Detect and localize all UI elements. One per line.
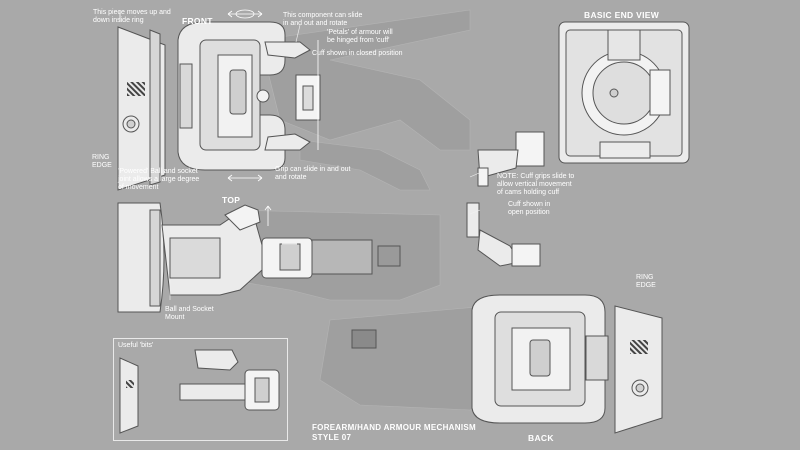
note-grip-slide: Grip can slide in and out and rotate	[275, 166, 351, 181]
sheet-title-line1: FOREARM/HAND ARMOUR MECHANISM	[312, 423, 476, 432]
top-view-heading: TOP	[222, 195, 241, 205]
end-view-heading: BASIC END VIEW	[584, 10, 660, 20]
top-view-arrows	[264, 205, 297, 245]
note-component-slide: This component can slide in and out and …	[283, 12, 363, 27]
back-view-heading: BACK	[528, 433, 554, 443]
note-moves-inside-ring: This piece moves up and down inside ring	[93, 9, 171, 24]
sheet-title-line2: STYLE 07	[312, 433, 352, 442]
useful-bits-label: Useful 'bits'	[118, 342, 154, 349]
front-view-heading: FRONT	[182, 16, 213, 26]
note-cuff-closed: Cuff shown in closed position	[312, 50, 403, 57]
note-petals-hinged: 'Petals' of armour will be hinged from '…	[327, 29, 393, 44]
front-view-drawing	[117, 21, 321, 191]
label-ring-edge-right: RING EDGE	[636, 274, 656, 289]
note-cuff-grips: NOTE: Cuff grips slide to allow vertical…	[497, 173, 575, 196]
top-view-drawing	[117, 202, 401, 313]
note-ball-socket-mount: Ball and Socket Mount	[165, 306, 214, 321]
front-view-arrows	[119, 9, 319, 182]
note-cuff-open: Cuff shown in open position	[508, 201, 551, 216]
end-view-drawing	[558, 21, 690, 164]
note-powered-ball-joint: 'Powered' Ball and socket joint allows a…	[118, 168, 200, 191]
leader-lines	[169, 24, 487, 300]
label-ring-edge-left: RING EDGE	[92, 154, 112, 169]
useful-bits-box	[113, 338, 288, 441]
useful-bits-drawing	[119, 349, 280, 434]
back-view-drawing	[351, 294, 663, 434]
cuff-mechanism-drawing	[466, 131, 545, 267]
